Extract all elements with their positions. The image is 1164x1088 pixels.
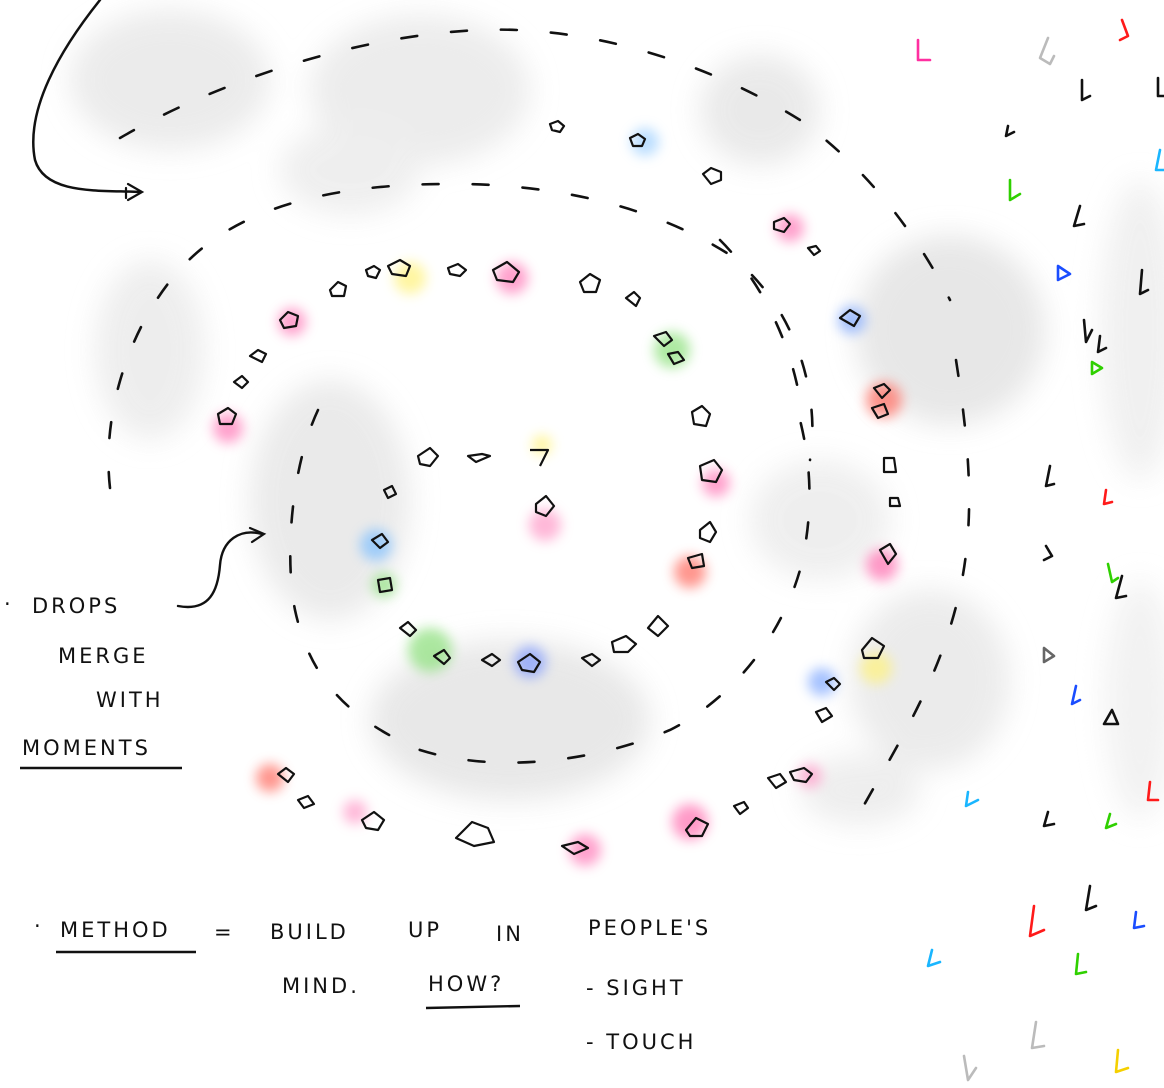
pebble-icon [550, 121, 564, 132]
method-sight: - SIGHT [586, 978, 686, 999]
pebble-icon [400, 622, 416, 636]
drop-icon [918, 40, 930, 60]
method-how: HOW? [428, 974, 504, 995]
pebble-icon [890, 498, 900, 506]
pebble-icon [612, 636, 636, 652]
drop-icon [1120, 20, 1128, 40]
drop-icon [1010, 180, 1020, 200]
drop-group [918, 20, 1164, 1080]
drop-icon [1156, 150, 1164, 170]
pebble-icon [330, 282, 346, 296]
drop-icon [1104, 490, 1112, 504]
pebble-icon [692, 406, 710, 426]
note-drops: DROPS [32, 596, 120, 617]
drop-icon [1044, 546, 1052, 560]
pebble-icon [468, 454, 490, 462]
drop-icon [1116, 1050, 1128, 1072]
note-merge: MERGE [58, 646, 149, 667]
drop-icon [1032, 1022, 1044, 1048]
drop-icon [1044, 648, 1054, 662]
method-equals: = [214, 922, 235, 943]
drop-icon [964, 1056, 976, 1080]
drop-icon [966, 792, 978, 806]
method-mind: MIND. [282, 976, 360, 997]
method-build: BUILD [270, 922, 349, 943]
pebble-icon [456, 822, 494, 846]
drop-icon [1074, 206, 1084, 226]
drop-icon [1044, 812, 1054, 826]
drop-icon [1106, 814, 1116, 828]
pebble-icon [250, 350, 266, 362]
drop-icon [1134, 912, 1144, 928]
method-in: IN [496, 924, 524, 945]
drop-icon [1006, 126, 1014, 136]
pebble-icon [648, 616, 668, 636]
pebble-icon [448, 264, 466, 276]
drop-icon [1030, 906, 1044, 936]
pebble-icon [808, 246, 820, 255]
pebble-icon [626, 292, 640, 306]
method-bullet: · [34, 916, 44, 937]
drop-icon [1076, 954, 1086, 974]
drop-icon [1046, 466, 1054, 486]
drop-icon [1086, 886, 1096, 910]
pebble-icon [418, 448, 438, 466]
drop-icon [1092, 362, 1102, 374]
note-bullet: · [4, 594, 14, 615]
note-with: WITH [96, 690, 164, 711]
drop-icon [1040, 38, 1054, 64]
underline-how [426, 1006, 520, 1008]
pebble-icon [298, 796, 314, 808]
drop-icon [928, 950, 940, 966]
method-label: METHOD [60, 920, 171, 941]
pebble-icon [700, 522, 716, 542]
pebble-icon [884, 458, 896, 472]
drop-icon [1058, 266, 1070, 280]
method-peoples: PEOPLE'S [588, 918, 711, 939]
pebble-icon [580, 274, 600, 292]
note-arrow [178, 532, 262, 607]
pebble-icon [734, 802, 748, 814]
drop-icon [1084, 320, 1092, 342]
method-up: UP [408, 920, 442, 941]
pebble-icon [768, 774, 786, 788]
drop-icon [1158, 78, 1164, 96]
drop-icon [1072, 686, 1080, 704]
pebble-icon [703, 168, 721, 184]
pebble-icon [234, 376, 248, 388]
method-touch: - TOUCH [586, 1032, 696, 1053]
drop-icon [1082, 80, 1090, 100]
pebble-icon [816, 708, 832, 722]
note-moments: MOMENTS [22, 738, 151, 759]
drop-icon [1108, 564, 1118, 582]
pebble-icon [366, 266, 380, 278]
